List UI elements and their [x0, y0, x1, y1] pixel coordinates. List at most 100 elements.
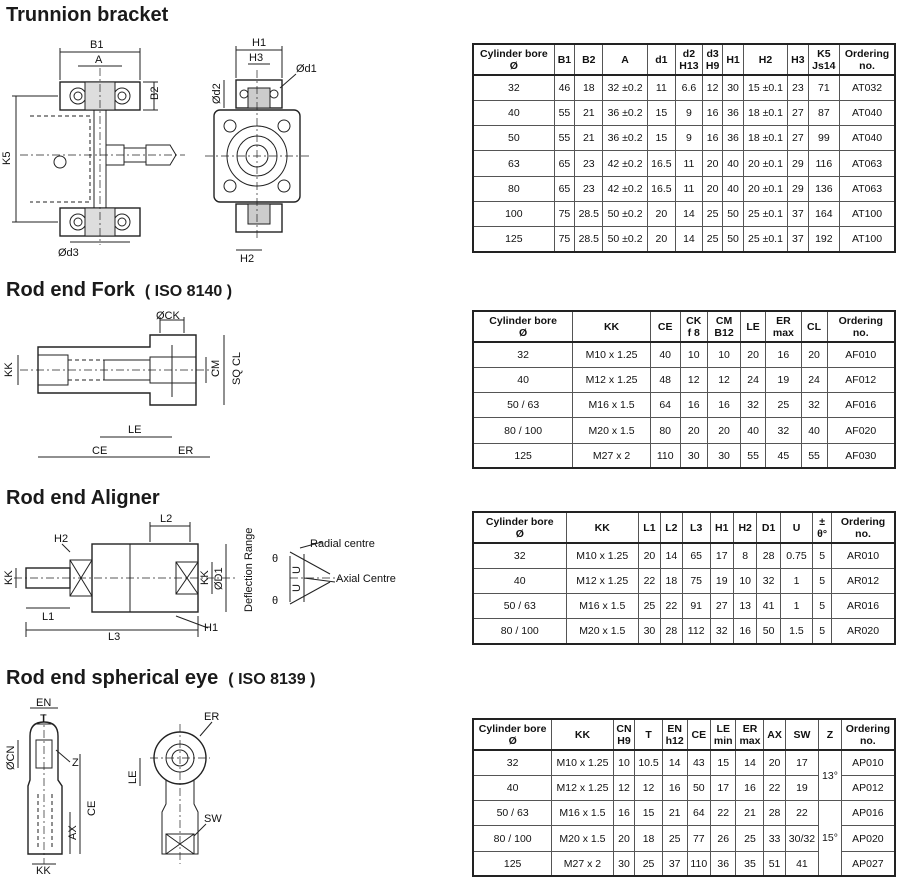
table-cell: 16	[735, 774, 765, 802]
table-cell: 22	[659, 593, 683, 620]
table-cell: 32	[472, 341, 574, 368]
table-cell: 16.5	[646, 175, 676, 202]
table-cell: 50	[472, 125, 555, 152]
table-cell: AF016	[826, 392, 896, 419]
table-cell: 32	[765, 417, 802, 444]
table-cell: 25	[765, 392, 802, 419]
dim-label-d1: ØD1	[213, 567, 225, 590]
table-cell: 17	[784, 749, 820, 776]
dim-label-le: LE	[128, 424, 141, 436]
table-cell: 65	[553, 175, 576, 202]
table-cell: 125	[472, 442, 574, 469]
column-header: LE	[740, 310, 767, 343]
dim-label-kk: KK	[36, 865, 51, 877]
column-header: KK	[572, 310, 651, 343]
dim-label-cm: CM	[210, 360, 222, 377]
table-cell: 19	[765, 366, 802, 394]
table-cell: 36	[722, 125, 744, 152]
table-cell: 20	[637, 542, 661, 569]
table-cell: 25	[661, 825, 688, 852]
dim-label-h2: H2	[240, 253, 254, 262]
table-cell: M12 x 1.25	[572, 366, 651, 394]
table-cell: 28.5	[574, 226, 604, 253]
dim-label-le: LE	[127, 771, 139, 784]
table-cell: 80 / 100	[472, 618, 567, 645]
column-header: H2	[742, 43, 789, 76]
table-cell: AF012	[826, 366, 896, 394]
table-cell: 32 ±0.2	[602, 74, 648, 101]
table-cell: 30	[637, 618, 661, 645]
table-cell: 16	[701, 99, 724, 127]
table-cell: 20 ±0.1	[742, 175, 789, 202]
table-cell: 24	[740, 366, 767, 394]
table-cell: 192	[807, 226, 841, 253]
dim-label-kk-right: KK	[199, 570, 211, 585]
theta-top-label: θ	[272, 553, 278, 565]
column-header: U	[779, 511, 814, 544]
column-header: d1	[646, 43, 676, 76]
table-cell: 21	[574, 99, 604, 127]
table-cell: 99	[807, 125, 841, 152]
table-cell: 13°	[818, 749, 842, 802]
table-cell: 20	[646, 226, 676, 253]
table-cell: 22	[709, 800, 737, 827]
column-header: CE	[686, 718, 712, 751]
section-title-text: Rod end Fork	[6, 279, 135, 301]
table-cell: AF030	[826, 442, 896, 469]
table-cell: 75	[553, 226, 576, 253]
table-cell: AT032	[839, 74, 896, 101]
table-cell: 10	[732, 567, 758, 595]
table-cell: 27	[787, 99, 809, 127]
table-cell: 14	[674, 200, 703, 228]
table-cell: AR012	[831, 567, 896, 595]
dim-label-l1: L1	[42, 611, 54, 623]
table-cell: M12 x 1.25	[551, 774, 614, 802]
table-cell: 20	[701, 175, 724, 202]
table-cell: 40	[472, 99, 555, 127]
table-cell: 20	[701, 150, 724, 177]
dim-label-h2: H2	[54, 533, 68, 545]
section-title-text: Trunnion bracket	[6, 4, 169, 26]
table-cell: 20	[763, 749, 786, 776]
table-cell: 42 ±0.2	[602, 175, 648, 202]
table-cell: 20	[646, 200, 676, 228]
dim-label-er: ER	[178, 445, 193, 457]
table-cell: 25	[701, 226, 724, 253]
table-cell: 16	[701, 125, 724, 152]
table-cell: 65	[681, 542, 711, 569]
table-cell: 37	[787, 200, 809, 228]
table-cell: 45	[765, 442, 802, 469]
table-cell: 9	[674, 99, 703, 127]
dim-label-a: A	[95, 54, 103, 66]
table-cell: 51	[763, 850, 786, 877]
table-cell: 15°	[818, 800, 842, 877]
table-cell: 64	[649, 392, 681, 419]
u-label-bottom: U	[291, 584, 303, 592]
column-header: SW	[784, 718, 820, 751]
table-cell: 50 / 63	[472, 800, 553, 827]
table-cell: 22	[637, 567, 661, 595]
deflection-range-label: Deflection Range	[243, 528, 255, 612]
table-cell: AT100	[839, 226, 896, 253]
table-cell: 12	[679, 366, 709, 394]
table-cell: 23	[574, 150, 604, 177]
table-cell: 40	[722, 150, 744, 177]
table-cell: 20	[740, 341, 767, 368]
dim-label-h3: H3	[249, 52, 263, 64]
table-cell: 80 / 100	[472, 825, 553, 852]
table-cell: 37	[787, 226, 809, 253]
